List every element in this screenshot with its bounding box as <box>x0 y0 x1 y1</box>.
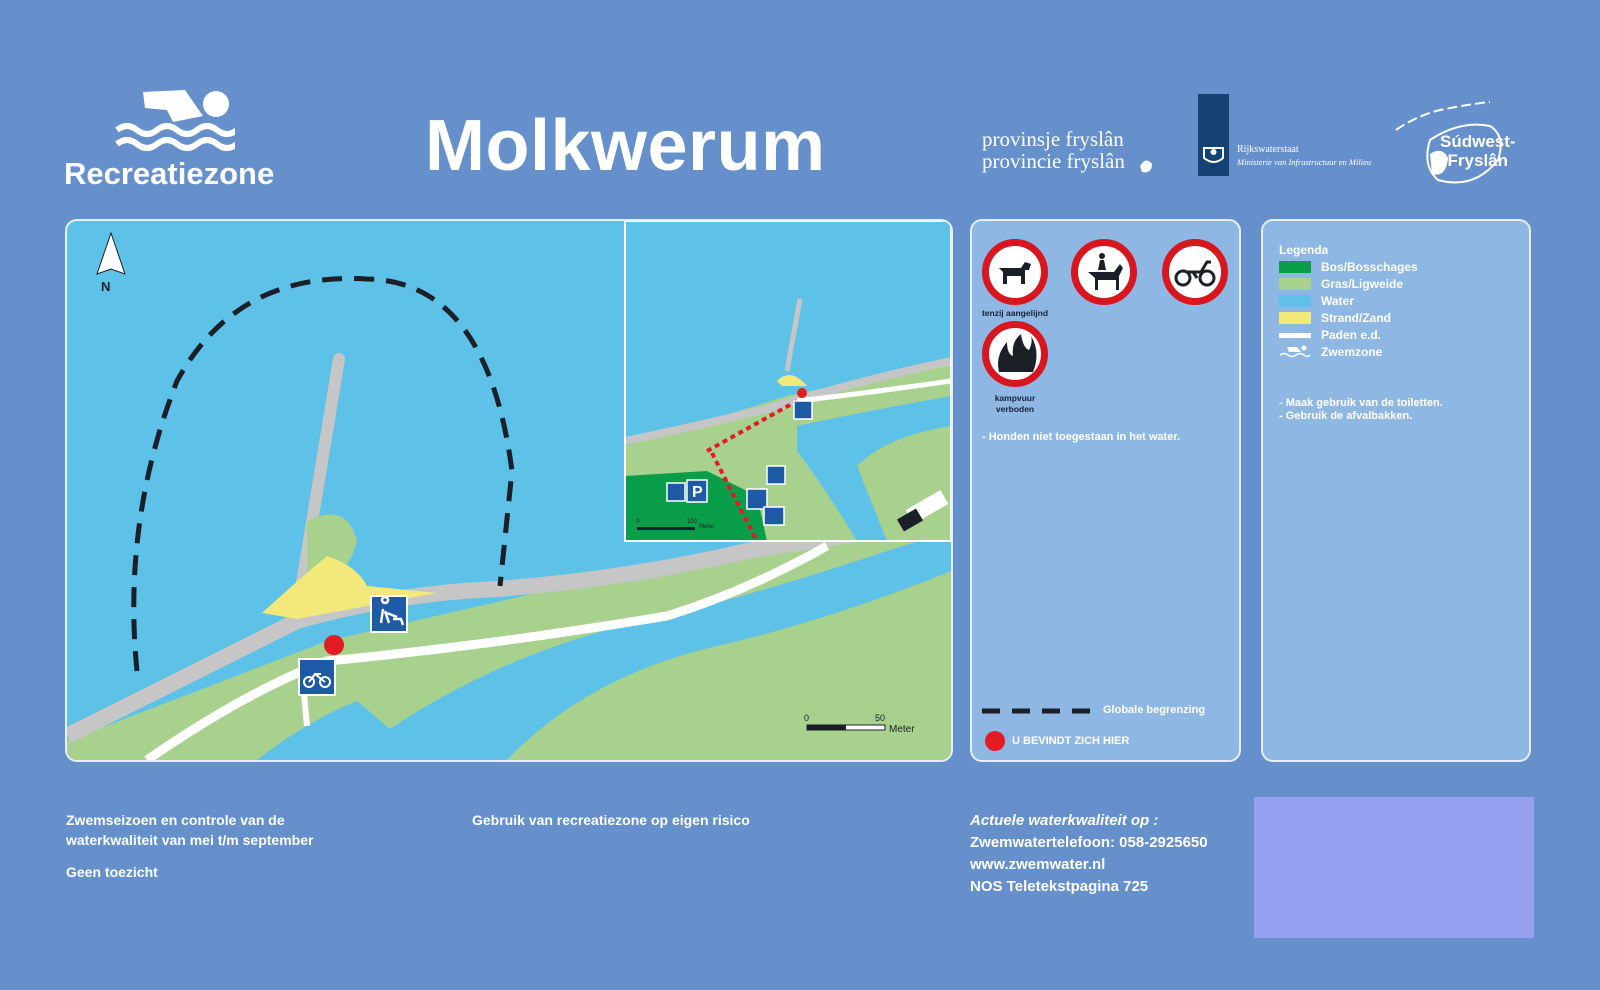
horse-rider-icon <box>1088 253 1123 290</box>
legend-swatch <box>1279 261 1311 273</box>
legend-swatch <box>1279 278 1311 290</box>
season-line-2: waterkwaliteit van mei t/m september <box>66 832 314 848</box>
bike-path <box>144 542 830 760</box>
scale-start: 0 <box>804 713 810 723</box>
legend-item: Paden e.d. <box>1279 328 1381 342</box>
beach <box>262 556 437 619</box>
legend-item: Strand/Zand <box>1279 311 1391 325</box>
inset-scale-end: 100 <box>687 519 698 525</box>
moped-icon <box>1174 260 1216 287</box>
legend-swatch <box>1279 295 1311 307</box>
website-link[interactable]: www.zwemwater.nl <box>970 856 1106 873</box>
blank-panel <box>1254 797 1534 938</box>
rws-name: Rijkswaterstaat <box>1237 144 1299 155</box>
swimmer-icon <box>115 90 235 151</box>
inset-scale-unit: Meter <box>699 524 715 530</box>
dog-caption: tenzij aangelijnd <box>981 308 1049 318</box>
bike-sign <box>298 658 336 696</box>
map-canvas: P <box>67 221 951 760</box>
no-horses-sign <box>1071 239 1137 305</box>
svg-text:P: P <box>692 484 703 501</box>
boundary-legend-line <box>982 708 1100 714</box>
swim-zone-icon <box>1279 345 1311 358</box>
legend-item: Bos/Bosschages <box>1279 260 1418 274</box>
water-quality-info: Actuele waterkwaliteit op : Zwemwatertel… <box>970 810 1208 898</box>
rws-ministry: Ministerie van Infrastructuur en Milieu <box>1237 157 1372 167</box>
inset-scale-start: 0 <box>636 519 640 525</box>
page-title: Molkwerum <box>425 106 826 186</box>
municipality-map-icon <box>1395 101 1502 184</box>
season-info: Zwemseizoen en controle van de waterkwal… <box>66 810 313 850</box>
scale-end: 50 <box>875 713 886 723</box>
no-mopeds-sign <box>1162 239 1228 305</box>
grass-area <box>67 501 951 760</box>
municipality-line-1: Súdwest- <box>1440 132 1516 151</box>
scale-unit: Meter <box>889 724 915 735</box>
inset-map: P <box>624 221 951 542</box>
water-patch <box>257 701 427 760</box>
no-dogs-sign <box>982 239 1048 305</box>
municipality-line-2: Fryslân <box>1447 151 1509 170</box>
you-are-here-icon <box>985 731 1005 751</box>
phone-number: Zwemwatertelefoon: 058-2925650 <box>970 834 1208 851</box>
municipality-logo: Súdwest- Fryslân <box>1440 132 1516 170</box>
province-line-2: provincie fryslân <box>982 149 1125 173</box>
north-arrow-icon <box>96 231 126 275</box>
legend-item: Water <box>1279 294 1354 308</box>
risk-text: Gebruik van recreatiezone op eigen risic… <box>472 812 750 828</box>
legend-note-2: - Gebruik de afvalbakken. <box>1279 410 1413 422</box>
legend-item: Zwemzone <box>1279 345 1382 359</box>
fire-icon <box>998 334 1037 372</box>
canal <box>347 531 951 760</box>
legend-swatch <box>1279 312 1311 324</box>
zone-label: Recreatiezone <box>64 156 275 191</box>
you-are-here-marker <box>324 635 344 655</box>
here-label: U BEVINDT ZICH HIER <box>1012 735 1130 747</box>
province-logo: provinsje fryslân provincie fryslân <box>982 128 1125 172</box>
fire-caption-2: verboden <box>995 404 1035 414</box>
legend-title: Legenda <box>1279 243 1329 257</box>
province-heart-icon <box>1140 160 1152 173</box>
pier <box>293 353 345 607</box>
rules-panel: tenzij aangelijnd kampvuur verboden - Ho… <box>970 219 1241 762</box>
quality-heading: Actuele waterkwaliteit op : <box>970 812 1159 829</box>
swim-zone-boundary <box>131 275 515 672</box>
legend-note-1: - Maak gebruik van de toiletten. <box>1279 397 1443 409</box>
no-campfire-sign <box>982 321 1048 387</box>
legend-panel: Legenda Bos/Bosschages Gras/Ligweide Wat… <box>1261 219 1531 762</box>
crest-icon <box>1203 147 1224 163</box>
rules-note: - Honden niet toegestaan in het water. <box>982 431 1181 443</box>
map-panel: P N 0 50 Meter 0 100 Meter <box>65 219 953 762</box>
supervision-text: Geen toezicht <box>66 864 158 880</box>
north-label: N <box>101 279 111 294</box>
boundary-label: Globale begrenzing <box>1103 704 1206 716</box>
legend-swatch <box>1279 332 1311 338</box>
teletext-page: NOS Teletekstpagina 725 <box>970 878 1149 895</box>
dog-walk-sign <box>370 595 408 633</box>
fire-caption-1: kampvuur <box>994 393 1036 403</box>
legend-item: Gras/Ligweide <box>1279 277 1403 291</box>
province-line-1: provinsje fryslân <box>982 127 1124 151</box>
dog-icon <box>999 262 1031 284</box>
season-line-1: Zwemseizoen en controle van de <box>66 812 285 828</box>
